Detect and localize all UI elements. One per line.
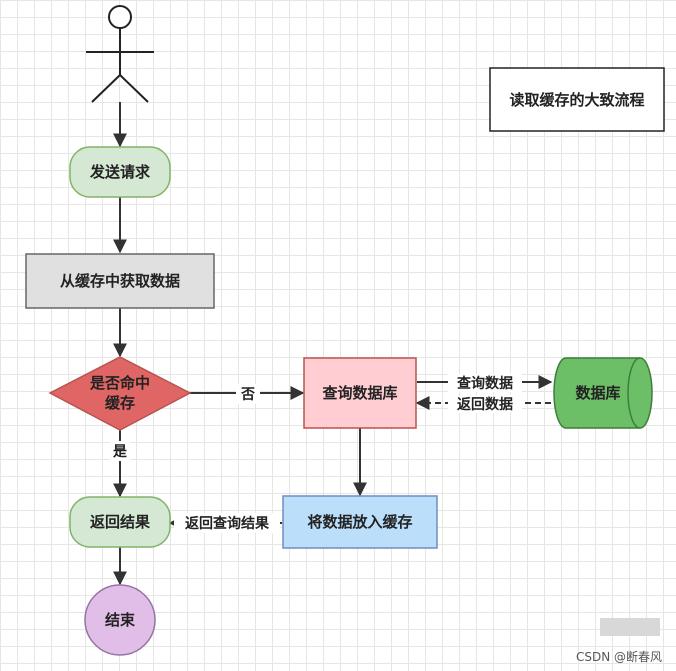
edge-label-yes: 是 <box>113 444 128 460</box>
watermark-blur <box>600 618 660 636</box>
node-return-result-label: 返回结果 <box>90 513 151 531</box>
node-put-cache-label: 将数据放入缓存 <box>307 513 412 531</box>
node-send-request: 发送请求 <box>69 146 171 198</box>
actor-icon <box>86 5 154 103</box>
diagram-title: 读取缓存的大致流程 <box>509 91 644 109</box>
node-send-request-label: 发送请求 <box>89 163 151 181</box>
node-query-db: 查询数据库 <box>303 357 417 429</box>
decision-label-line2: 缓存 <box>105 394 135 412</box>
node-end: 结束 <box>84 584 156 656</box>
diagram-title-box: 读取缓存的大致流程 <box>489 67 665 132</box>
node-return-result: 返回结果 <box>69 496 171 548</box>
node-get-from-cache: 从缓存中获取数据 <box>25 253 215 309</box>
node-cache-hit-decision: 是否命中 缓存 <box>48 356 192 431</box>
node-get-from-cache-label: 从缓存中获取数据 <box>60 272 180 290</box>
edge-label-return-query-result: 返回查询结果 <box>185 515 270 532</box>
node-database: 数据库 <box>553 357 653 429</box>
edge-label-query-data: 查询数据 <box>457 375 513 392</box>
node-query-db-label: 查询数据库 <box>322 384 397 402</box>
node-put-cache: 将数据放入缓存 <box>282 495 438 549</box>
watermark-text: CSDN @断春风 <box>576 649 662 664</box>
node-end-label: 结束 <box>105 611 136 629</box>
edge-label-no: 否 <box>240 387 255 403</box>
edge-label-return-data: 返回数据 <box>457 396 513 413</box>
node-database-label: 数据库 <box>575 384 620 402</box>
decision-label-line1: 是否命中 <box>89 374 150 392</box>
